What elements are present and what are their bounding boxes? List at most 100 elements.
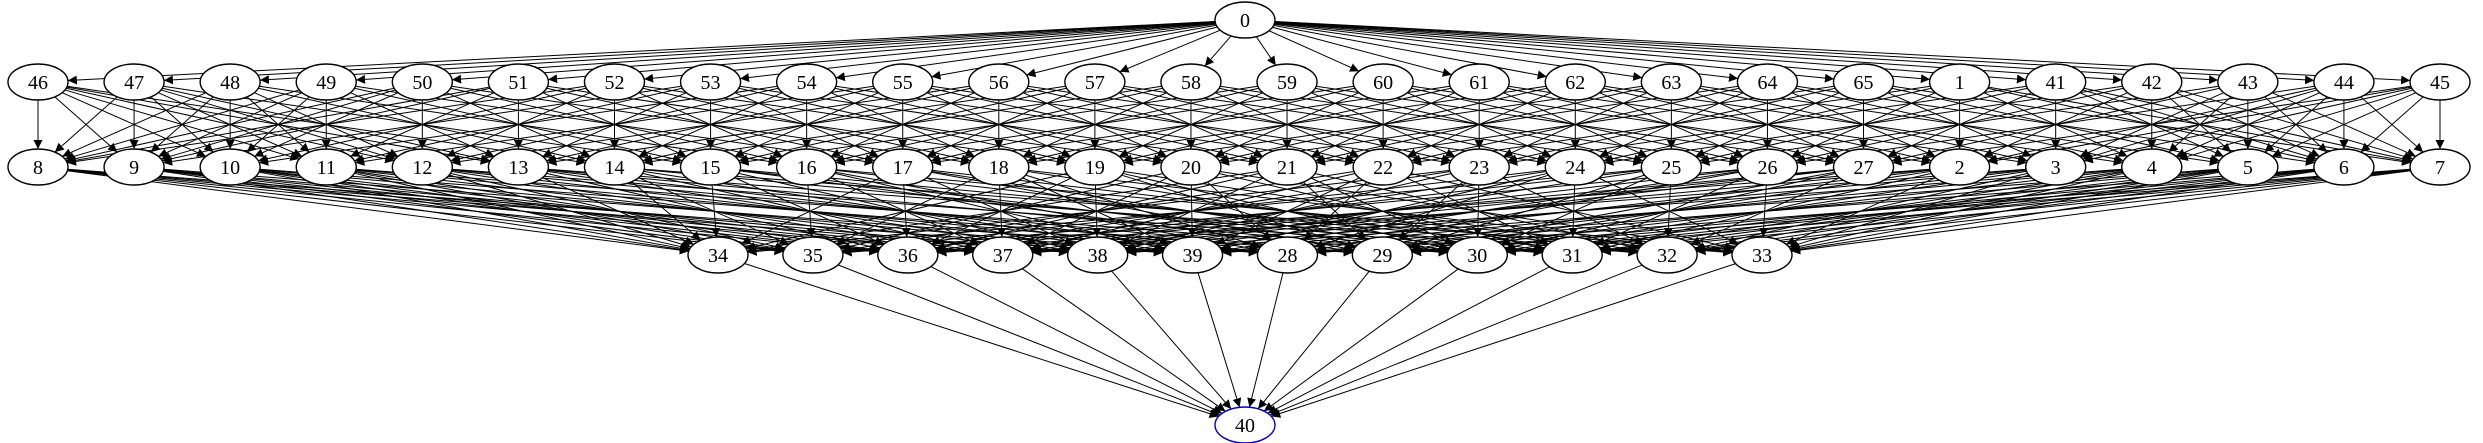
edge-15-to-36 <box>734 177 884 245</box>
node-label-65: 65 <box>1854 72 1874 94</box>
node-label-22: 22 <box>1373 157 1393 179</box>
node-label-30: 30 <box>1467 245 1487 267</box>
node-61: 61 <box>1448 63 1510 101</box>
edge-54-to-10 <box>259 85 778 166</box>
node-ellipse-36 <box>877 236 939 274</box>
edge-0-to-45 <box>1274 21 2411 85</box>
edge-8-to-34 <box>67 170 689 255</box>
node-55: 55 <box>872 63 934 101</box>
node-25: 25 <box>1640 148 1703 186</box>
node-label-28: 28 <box>1277 245 1297 267</box>
node-ellipse-22 <box>1352 148 1414 186</box>
edge-6-to-39 <box>1222 168 2315 257</box>
edge-59-to-15 <box>739 85 1258 166</box>
node-32: 32 <box>1636 236 1698 274</box>
node-ellipse-53 <box>679 63 742 101</box>
edge-53-to-9 <box>163 85 682 166</box>
node-label-53: 53 <box>701 72 721 94</box>
node-ellipse-42 <box>2121 63 2183 101</box>
node-label-0: 0 <box>1240 10 1250 32</box>
node-ellipse-39 <box>1161 236 1224 274</box>
node-34: 34 <box>687 236 749 274</box>
node-ellipse-48 <box>199 63 261 101</box>
node-ellipse-65 <box>1832 63 1895 101</box>
edge-44-to-26 <box>1796 85 2315 166</box>
edge-21-to-34 <box>746 170 1259 254</box>
node-ellipse-41 <box>2024 63 2087 101</box>
node-label-58: 58 <box>1181 72 1201 94</box>
node-label-60: 60 <box>1373 72 1393 94</box>
node-label-3: 3 <box>2051 157 2061 179</box>
node-62: 62 <box>1544 63 1606 101</box>
node-41: 41 <box>2024 63 2087 101</box>
node-29: 29 <box>1351 236 1414 274</box>
node-15: 15 <box>679 148 742 186</box>
edge-0-to-65 <box>1274 22 1834 83</box>
node-30: 30 <box>1446 236 1508 274</box>
node-28: 28 <box>1256 236 1319 274</box>
edge-42-to-24 <box>1604 85 2123 166</box>
node-35: 35 <box>782 236 844 274</box>
node-19: 19 <box>1064 148 1126 186</box>
node-ellipse-11 <box>295 148 357 186</box>
node-ellipse-27 <box>1832 148 1895 186</box>
edge-0-to-58 <box>1204 35 1232 67</box>
edge-29-to-40 <box>1257 270 1370 410</box>
node-5: 5 <box>2217 148 2279 186</box>
node-57: 57 <box>1064 63 1126 101</box>
node-ellipse-60 <box>1352 63 1414 101</box>
edge-14-to-35 <box>638 177 789 245</box>
edge-47-to-8 <box>54 96 118 153</box>
edge-11-to-34 <box>354 172 691 252</box>
node-label-52: 52 <box>604 72 624 94</box>
node-label-55: 55 <box>893 72 913 94</box>
edge-0-to-60 <box>1268 30 1360 72</box>
node-ellipse-5 <box>2217 148 2279 186</box>
node-54: 54 <box>775 63 838 101</box>
edge-2-to-35 <box>842 168 1930 257</box>
node-ellipse-20 <box>1160 148 1222 186</box>
node-label-13: 13 <box>508 157 528 179</box>
node-label-42: 42 <box>2142 72 2162 94</box>
node-label-2: 2 <box>1955 157 1965 179</box>
node-label-54: 54 <box>797 72 817 94</box>
edge-37-to-40 <box>1021 268 1226 412</box>
edge-41-to-23 <box>1508 85 2027 166</box>
node-59: 59 <box>1256 63 1318 101</box>
node-label-50: 50 <box>412 72 432 94</box>
node-label-35: 35 <box>803 245 823 267</box>
node-ellipse-47 <box>103 63 165 101</box>
node-ellipse-58 <box>1160 63 1222 101</box>
node-ellipse-57 <box>1064 63 1126 101</box>
edge-27-to-37 <box>1032 169 1834 256</box>
node-22: 22 <box>1352 148 1414 186</box>
node-ellipse-1 <box>1928 63 1991 101</box>
node-ellipse-2 <box>1928 148 1991 186</box>
node-ellipse-44 <box>2313 63 2375 101</box>
edge-0-to-1 <box>1274 22 1930 84</box>
node-ellipse-59 <box>1256 63 1318 101</box>
node-label-46: 46 <box>28 72 48 94</box>
node-ellipse-55 <box>872 63 934 101</box>
node-ellipse-16 <box>775 148 838 186</box>
node-label-61: 61 <box>1469 72 1489 94</box>
node-label-16: 16 <box>797 157 817 179</box>
node-40: 40 <box>1214 406 1276 443</box>
node-label-17: 17 <box>893 157 913 179</box>
node-label-5: 5 <box>2243 157 2253 179</box>
node-label-29: 29 <box>1372 245 1392 267</box>
edge-0-to-56 <box>1026 26 1218 78</box>
edge-38-to-40 <box>1111 270 1232 410</box>
node-42: 42 <box>2121 63 2183 101</box>
node-ellipse-32 <box>1636 236 1698 274</box>
node-label-39: 39 <box>1183 245 1203 267</box>
node-36: 36 <box>877 236 939 274</box>
edge-0-to-46 <box>67 21 1216 85</box>
edge-48-to-8 <box>61 92 207 157</box>
node-label-59: 59 <box>1277 72 1297 94</box>
node-49: 49 <box>295 63 357 101</box>
node-46: 46 <box>7 63 69 101</box>
node-label-21: 21 <box>1277 157 1297 179</box>
edge-63-to-19 <box>1123 85 1643 166</box>
